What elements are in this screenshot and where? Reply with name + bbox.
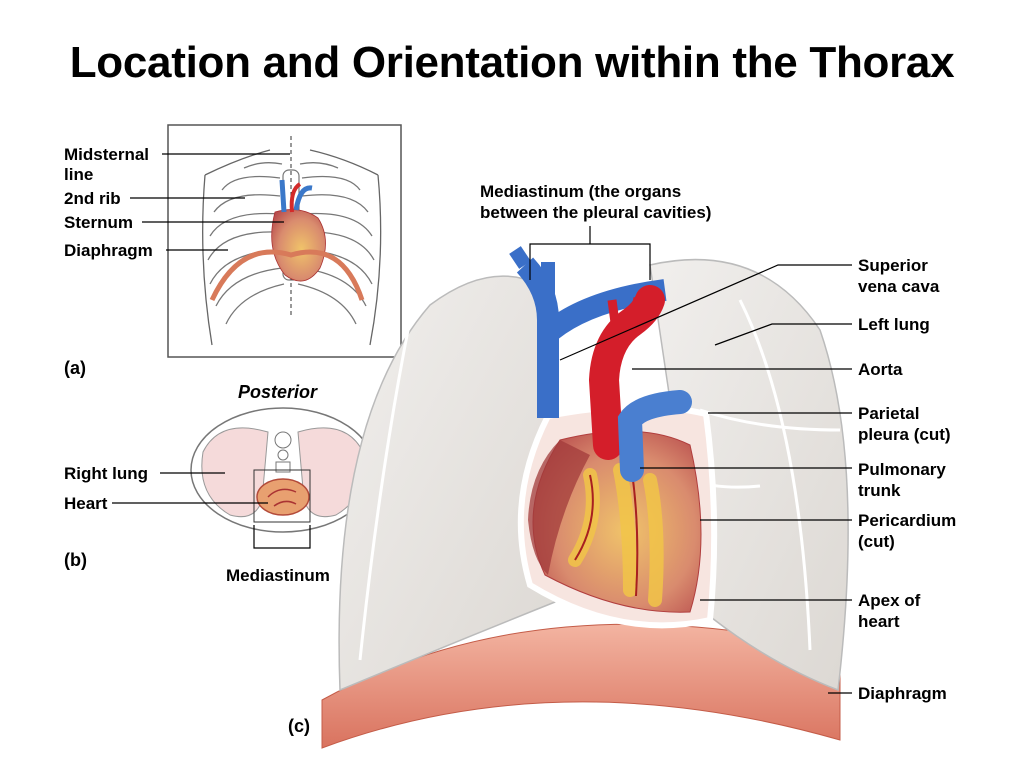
mediastinum-box (253, 469, 311, 523)
label-apex-1: Apex of (858, 591, 921, 610)
label-pericardium-1: Pericardium (858, 511, 957, 530)
label-pulmonary-1: Pulmonary (858, 460, 946, 479)
panel-c-leaders (559, 264, 852, 694)
rib-cage (207, 162, 375, 325)
diaphragm-muscle (321, 623, 841, 749)
label-left-lung: Left lung (858, 315, 930, 334)
aorta-vessel (588, 285, 665, 460)
label-sternum: Sternum (64, 213, 133, 232)
panel-b-leaders (112, 472, 268, 504)
aorta-branches (607, 297, 643, 331)
label-diaphragm-a: Diaphragm (64, 241, 153, 260)
mini-vessels (279, 179, 313, 213)
label-mediastinum-b: Mediastinum (226, 566, 330, 585)
label-pericardium-2: (cut) (858, 532, 895, 551)
label-posterior: Posterior (238, 382, 318, 402)
panel-c-heart-in-thorax (321, 226, 849, 749)
mini-aorta (289, 182, 302, 213)
coronary-vessels (574, 471, 639, 597)
label-svc-1: Superior (858, 256, 928, 275)
mini-diaphragm (209, 249, 365, 302)
torso-outline (202, 149, 382, 346)
spine-section (274, 431, 292, 473)
label-right-lung: Right lung (64, 464, 149, 483)
pleura-lines (358, 299, 841, 661)
right-atrium (528, 440, 590, 575)
panel-c-letter: (c) (288, 716, 310, 736)
label-apex-2: heart (858, 612, 900, 631)
label-heart: Heart (64, 494, 108, 513)
label-svc-2: vena cava (858, 277, 940, 296)
mediastinum-bracket (253, 525, 311, 549)
panel-a-leaders (130, 153, 290, 251)
label-mediastinum-note-2: between the pleural cavities) (480, 203, 712, 222)
heart-section (256, 478, 310, 516)
panel-a-chest-figure (167, 124, 402, 358)
right-lung-section (201, 427, 269, 518)
slide-title: Location and Orientation within the Thor… (69, 38, 955, 87)
heart-section-detail (267, 488, 297, 507)
mini-heart (271, 209, 326, 282)
label-parietal-1: Parietal (858, 404, 920, 423)
panel-b-cross-section (190, 407, 376, 549)
label-parietal-2: pleura (cut) (858, 425, 951, 444)
svc-upper-branches (509, 246, 555, 300)
mediastinum-top-bracket (529, 226, 651, 280)
label-mediastinum-note-1: Mediastinum (the organs (480, 182, 682, 201)
label-pulmonary-2: trunk (858, 481, 901, 500)
panel-a-letter: (a) (64, 358, 86, 378)
label-diaphragm-c: Diaphragm (858, 684, 947, 703)
pulmonary-trunk-vessel (617, 390, 692, 482)
label-2nd-rib: 2nd rib (64, 189, 121, 208)
label-aorta: Aorta (858, 360, 903, 379)
right-lung (338, 275, 561, 692)
panel-b-letter: (b) (64, 550, 87, 570)
